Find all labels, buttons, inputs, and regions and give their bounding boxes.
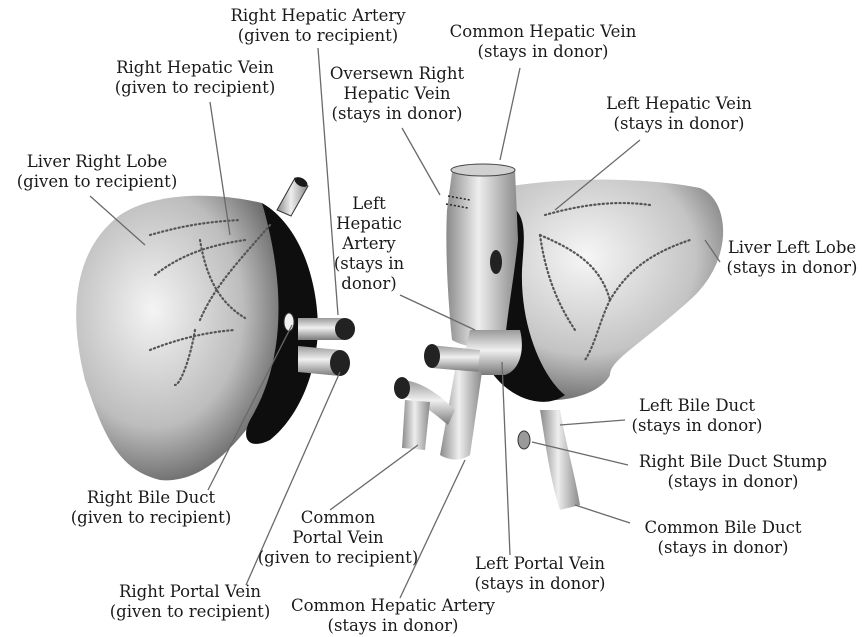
- label-liver-right-lobe: Liver Right Lobe (given to recipient): [17, 152, 178, 192]
- label-left-hepatic-vein: Left Hepatic Vein (stays in donor): [606, 94, 752, 134]
- label-oversewn-right-hepatic-vein: Oversewn Right Hepatic Vein (stays in do…: [330, 64, 464, 124]
- label-right-bile-duct-stump: Right Bile Duct Stump (stays in donor): [639, 452, 827, 492]
- label-right-hepatic-artery: Right Hepatic Artery (given to recipient…: [230, 6, 405, 46]
- label-common-hepatic-artery: Common Hepatic Artery (stays in donor): [291, 596, 495, 636]
- label-left-hepatic-artery: Left Hepatic Artery (stays in donor): [334, 194, 404, 294]
- label-common-hepatic-vein: Common Hepatic Vein (stays in donor): [450, 22, 637, 62]
- label-common-portal-vein: Common Portal Vein (given to recipient): [258, 508, 419, 568]
- label-common-bile-duct: Common Bile Duct (stays in donor): [644, 518, 801, 558]
- label-right-hepatic-vein: Right Hepatic Vein (given to recipient): [115, 58, 276, 98]
- label-right-bile-duct: Right Bile Duct (given to recipient): [71, 488, 232, 528]
- label-right-portal-vein: Right Portal Vein (given to recipient): [110, 582, 271, 622]
- label-left-portal-vein: Left Portal Vein (stays in donor): [475, 554, 606, 594]
- label-liver-left-lobe: Liver Left Lobe (stays in donor): [727, 238, 858, 278]
- label-left-bile-duct: Left Bile Duct (stays in donor): [632, 396, 763, 436]
